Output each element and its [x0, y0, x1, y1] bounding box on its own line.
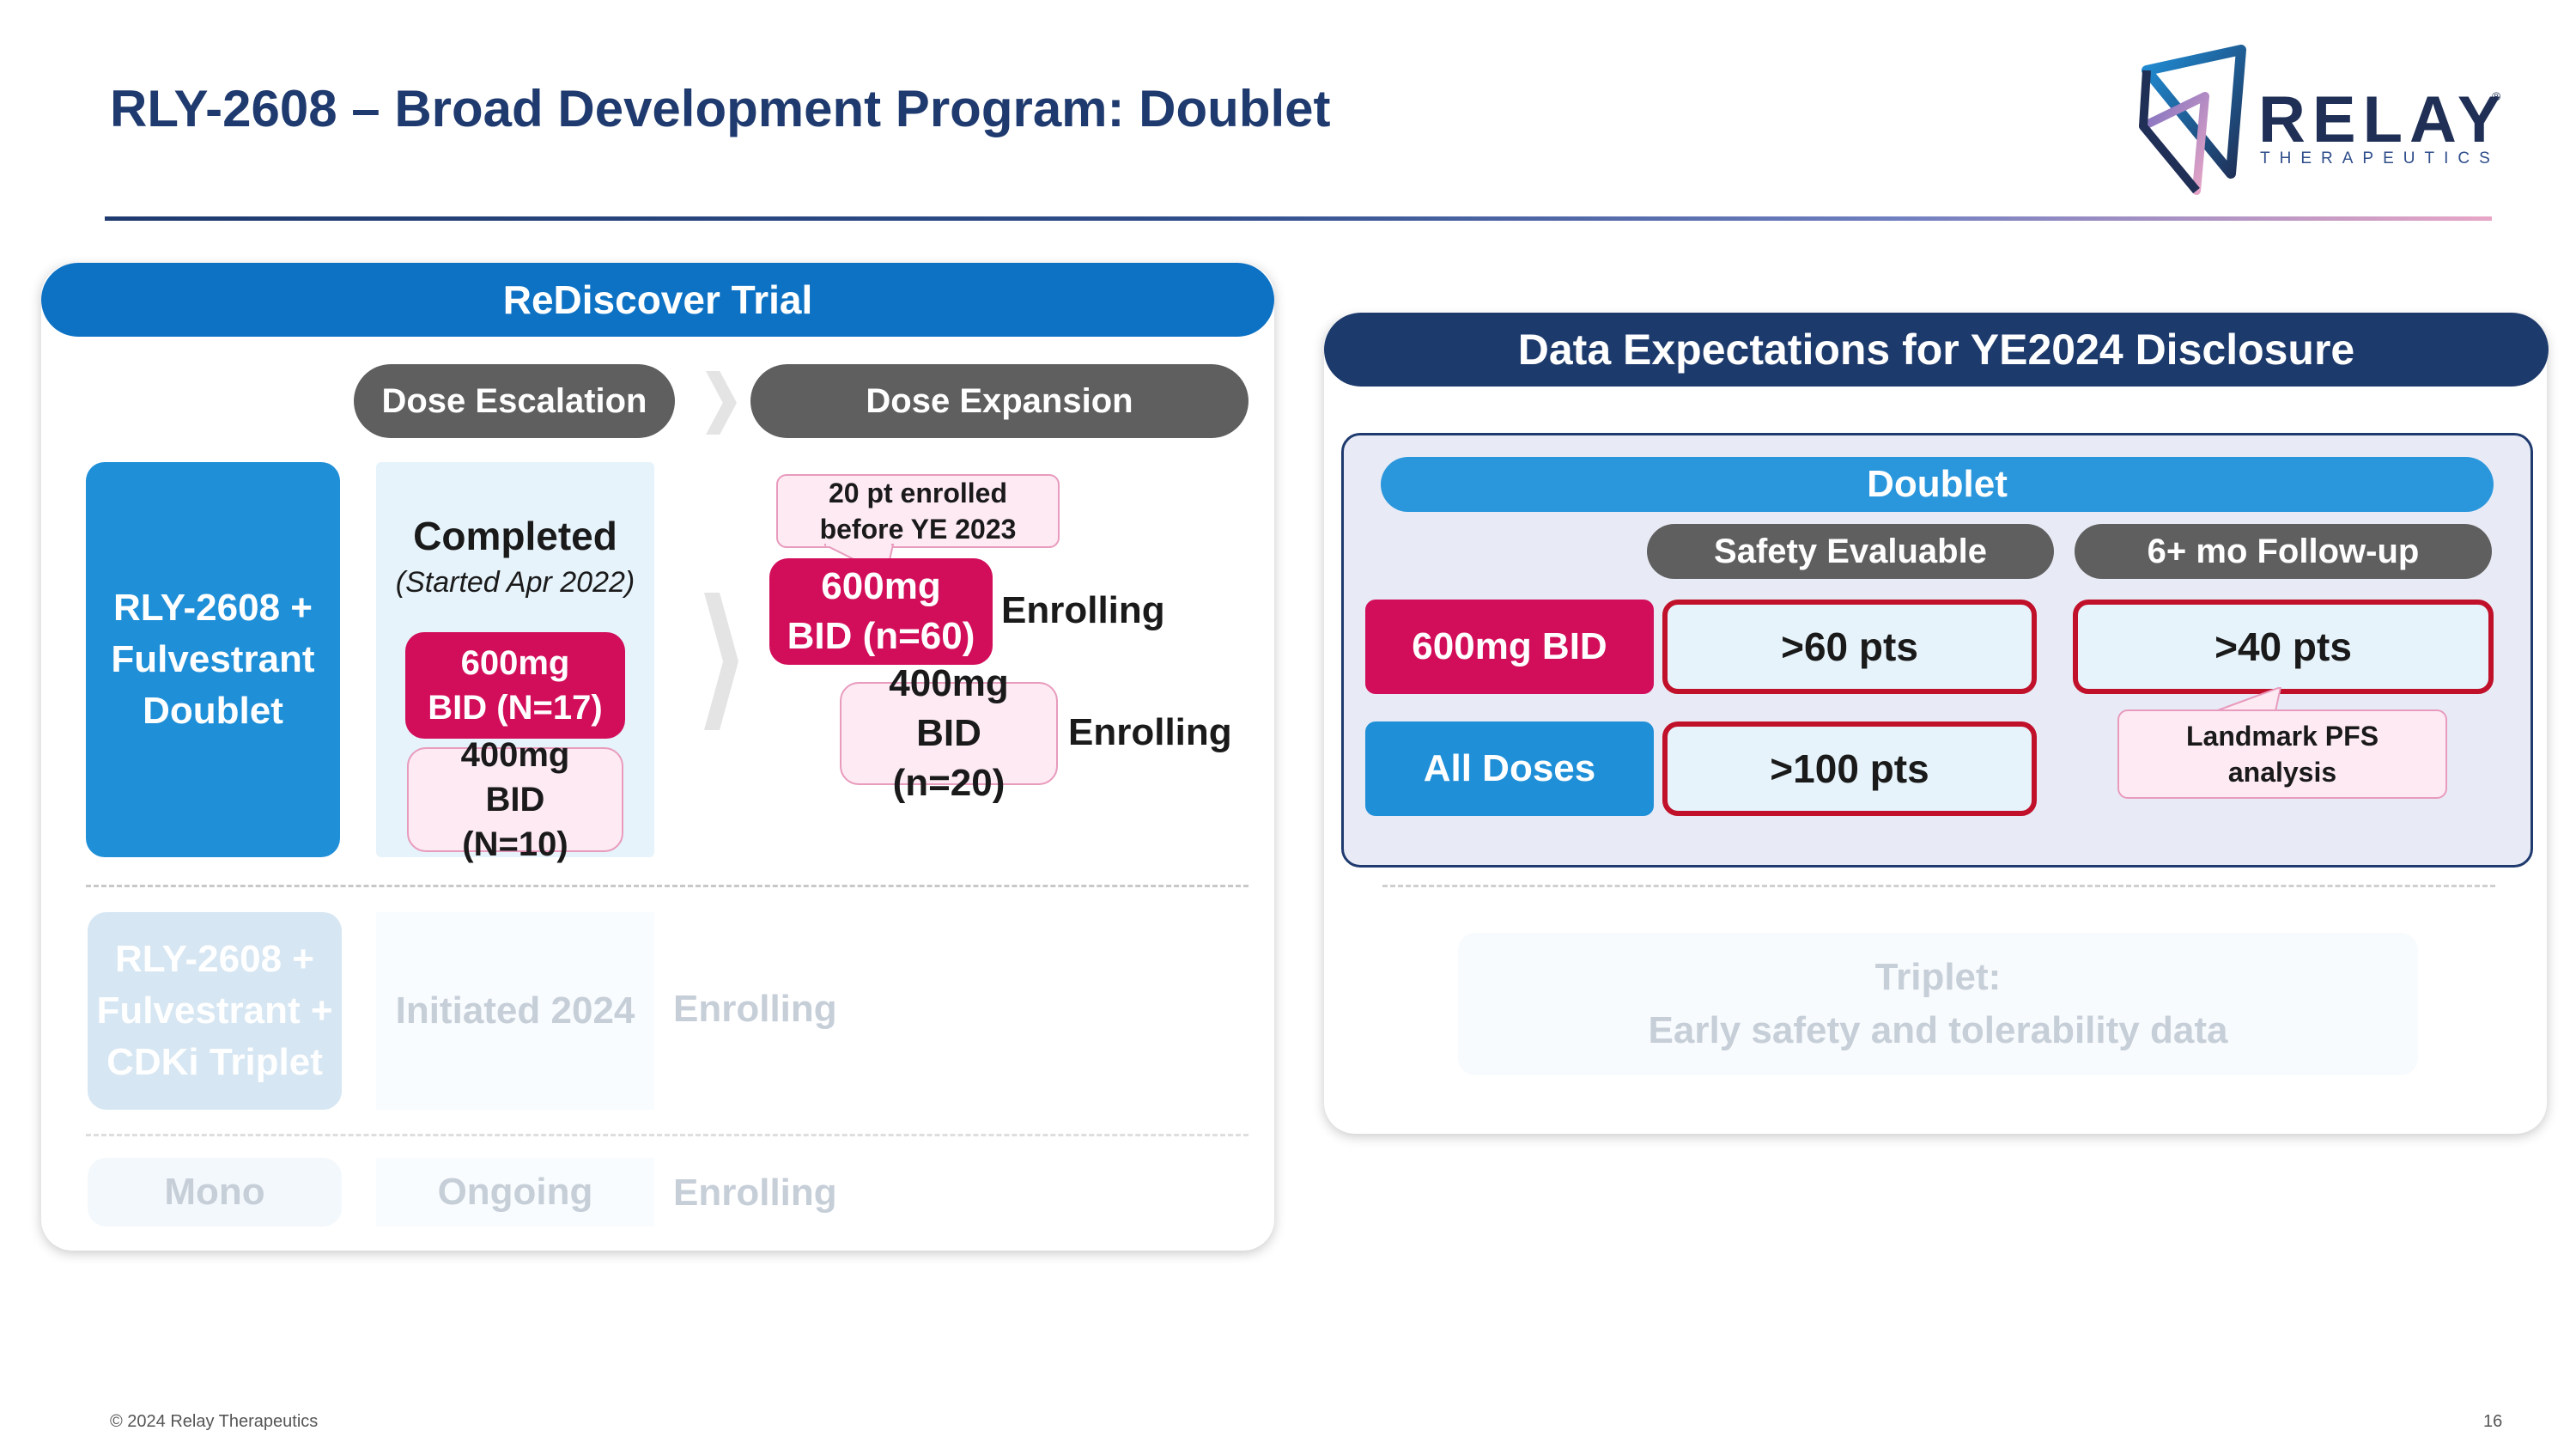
expansion-400mg-box: 400mg BID (n=20)	[840, 662, 1058, 804]
row-all-doses-label: All Doses	[1365, 721, 1654, 816]
logo-wordmark: RELAY	[2258, 83, 2508, 156]
value-600mg-safety: >60 pts	[1662, 600, 2037, 694]
dose-expansion-pill: Dose Expansion	[750, 364, 1249, 438]
rediscover-banner: ReDiscover Trial	[41, 263, 1274, 337]
triplet-expectations-title: Triplet:	[1874, 956, 2002, 998]
expansion-600mg-box: 600mg BID (n=60)	[769, 558, 993, 665]
enrolled-callout: 20 pt enrolled before YE 2023	[776, 474, 1060, 548]
logo-registered-mark: ®	[2492, 89, 2501, 103]
triplet-expectations-detail: Early safety and tolerability data	[1648, 1009, 2228, 1051]
expansion-600mg-status: Enrolling	[1001, 589, 1165, 631]
copyright: © 2024 Relay Therapeutics	[110, 1412, 319, 1431]
logo-subtitle: THERAPEUTICS	[2260, 149, 2500, 167]
completed-title: Completed	[413, 514, 617, 558]
row-divider	[86, 885, 1249, 887]
doublet-header-pill: Doublet	[1381, 457, 2494, 512]
value-600mg-followup: >40 pts	[2073, 600, 2494, 694]
row-600mg-label: 600mg BID	[1365, 600, 1654, 694]
mono-regimen-box: Mono	[88, 1158, 342, 1227]
mono-status: Ongoing	[376, 1158, 654, 1227]
relay-logo-icon	[2139, 45, 2246, 195]
triplet-regimen-box: RLY-2608 + Fulvestrant + CDKi Triplet	[88, 912, 342, 1110]
value-all-doses-safety: >100 pts	[1662, 721, 2037, 816]
triplet-enrolling: Enrolling	[673, 988, 837, 1030]
page-title: RLY-2608 – Broad Development Program: Do…	[110, 80, 1331, 137]
row-divider	[1382, 885, 2495, 887]
page-number: 16	[2483, 1412, 2503, 1431]
doublet-regimen-box: RLY-2608 + Fulvestrant Doublet	[86, 462, 340, 857]
safety-evaluable-pill: Safety Evaluable	[1647, 524, 2054, 579]
expansion-400mg-status: Enrolling	[1068, 711, 1232, 753]
escalation-600mg-box: 600mg BID (N=17)	[405, 632, 625, 739]
title-rule	[105, 216, 2492, 221]
relay-logo: RELAY ® THERAPEUTICS	[2129, 45, 2507, 199]
escalation-400mg-box: 400mg BID (N=10)	[407, 736, 623, 863]
followup-pill: 6+ mo Follow-up	[2075, 524, 2492, 579]
completed-subtitle: (Started Apr 2022)	[395, 565, 635, 599]
mono-enrolling: Enrolling	[673, 1172, 837, 1214]
triplet-expectations-box: Triplet: Early safety and tolerability d…	[1458, 933, 2418, 1075]
data-expectations-banner: Data Expectations for YE2024 Disclosure	[1324, 313, 2549, 387]
triplet-status: Initiated 2024	[376, 912, 654, 1110]
row-divider	[86, 1134, 1249, 1136]
dose-escalation-pill: Dose Escalation	[354, 364, 675, 438]
landmark-pfs-callout: Landmark PFS analysis	[2117, 709, 2447, 799]
